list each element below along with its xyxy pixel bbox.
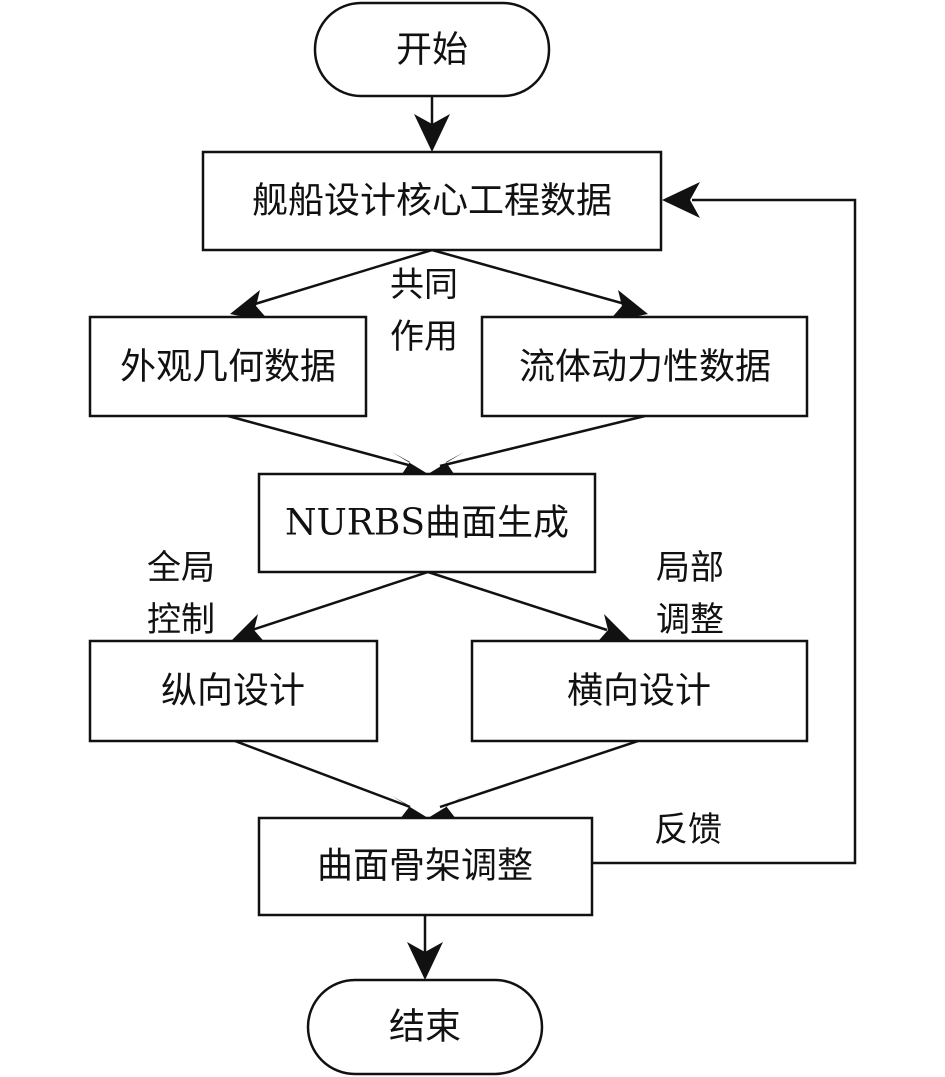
edge-fluid-to-nurbs xyxy=(439,414,646,468)
skeleton-adjustment-box xyxy=(257,816,594,917)
transverse-design-box xyxy=(470,639,809,743)
joint-action-line-1: 共同 xyxy=(390,265,458,305)
appearance-geometry-label: 外观几何数据 xyxy=(120,347,336,388)
appearance-geometry-box xyxy=(88,315,368,418)
edge-feedback-loop xyxy=(592,198,857,865)
skeleton-adjustment-node: 曲面骨架调整 xyxy=(257,816,594,917)
local-adjustment-line-2: 调整 xyxy=(656,600,724,640)
nurbs-generation-node: NURBS曲面生成 xyxy=(257,472,597,574)
appearance-geometry-node: 外观几何数据 xyxy=(88,315,368,418)
longitudinal-design-label: 纵向设计 xyxy=(161,671,305,712)
edge-transverse-to-skeleton xyxy=(439,739,639,809)
start-terminator xyxy=(313,1,551,98)
core-data-box xyxy=(201,150,663,252)
feedback-label: 反馈 xyxy=(654,810,722,850)
feedback-text: 反馈 xyxy=(654,810,722,850)
edge-nurbs-to-transverse xyxy=(427,570,608,632)
global-control-label: 全局 控制 xyxy=(147,548,215,640)
longitudinal-design-node: 纵向设计 xyxy=(88,639,379,743)
transverse-design-label: 横向设计 xyxy=(567,671,711,712)
edge-appearance-to-nurbs xyxy=(227,414,413,468)
edge-longitudinal-to-skeleton xyxy=(234,739,411,809)
global-control-line-2: 控制 xyxy=(147,600,215,640)
nurbs-generation-box xyxy=(257,472,597,574)
fluid-dynamics-label: 流体动力性数据 xyxy=(519,347,771,388)
arrowhead-feedback xyxy=(662,182,700,218)
local-adjustment-label: 局部 调整 xyxy=(656,548,724,640)
local-adjustment-line-1: 局部 xyxy=(656,548,724,588)
end-terminator xyxy=(306,978,544,1076)
arrowhead-end xyxy=(407,942,443,980)
fluid-dynamics-node: 流体动力性数据 xyxy=(480,315,809,418)
nurbs-generation-label: NURBS曲面生成 xyxy=(285,503,569,544)
core-data-label: 舰船设计核心工程数据 xyxy=(252,181,612,222)
joint-action-label: 共同 作用 xyxy=(390,265,458,357)
skeleton-adjustment-label: 曲面骨架调整 xyxy=(317,846,533,887)
end-label: 结束 xyxy=(389,1007,461,1048)
arrowhead-appearance xyxy=(230,290,270,322)
edge-core-to-fluid xyxy=(431,248,626,306)
connectors xyxy=(227,96,857,958)
arrowhead-transverse xyxy=(594,614,630,646)
edge-nurbs-to-longitudinal xyxy=(251,570,429,632)
arrowhead-core xyxy=(414,114,450,152)
start-node: 开始 xyxy=(313,1,551,98)
arrowheads xyxy=(230,114,700,980)
start-label: 开始 xyxy=(396,30,468,71)
end-node: 结束 xyxy=(306,978,544,1076)
global-control-line-1: 全局 xyxy=(147,548,215,588)
joint-action-line-2: 作用 xyxy=(390,317,458,357)
fluid-dynamics-box xyxy=(480,315,809,418)
longitudinal-design-box xyxy=(88,639,379,743)
arrowhead-longitudinal xyxy=(232,614,268,646)
transverse-design-node: 横向设计 xyxy=(470,639,809,743)
core-data-node: 舰船设计核心工程数据 xyxy=(201,150,663,252)
edge-core-to-appearance xyxy=(254,248,433,306)
arrowhead-fluid xyxy=(608,290,648,322)
